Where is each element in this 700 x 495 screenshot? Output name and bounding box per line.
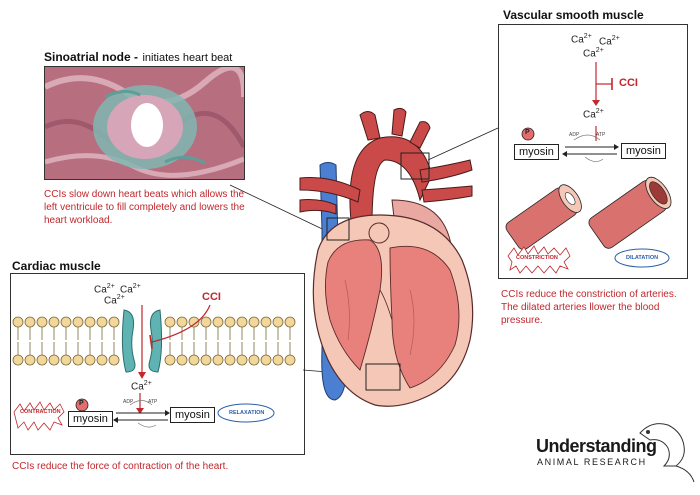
cardiac-adp-label: ADP bbox=[123, 399, 134, 405]
vascular-ca-ion-2: Ca2+ bbox=[599, 35, 620, 48]
logo-wordmark: Understanding bbox=[536, 436, 657, 456]
cardiac-relaxation-label: RELAXATION bbox=[229, 410, 265, 416]
cardiac-ca-ion-2: Ca2+ bbox=[120, 283, 141, 296]
cardiac-contraction-label: CONTRACTION bbox=[20, 409, 61, 415]
cardiac-caption: CCIs reduce the force of contraction of … bbox=[12, 461, 229, 472]
vascular-caption: CCIs reduce the constriction of arteries… bbox=[501, 289, 677, 326]
vascular-phosphate-label: P bbox=[525, 129, 530, 136]
cardiac-myosin-left: myosin bbox=[68, 411, 113, 427]
vascular-ca-ion-3: Ca2+ bbox=[583, 47, 604, 60]
vascular-ca-ion-1: Ca2+ bbox=[571, 33, 592, 46]
sa-node-subtitle: initiates heart beat bbox=[142, 52, 233, 64]
cardiac-cci-label: CCI bbox=[202, 291, 221, 303]
vascular-myosin-right: myosin bbox=[621, 143, 666, 159]
vascular-adp-label: ADP bbox=[569, 132, 580, 138]
vascular-dilatation-label: DILATATION bbox=[626, 255, 659, 261]
vascular-ca-ion-inside: Ca2+ bbox=[583, 108, 604, 121]
logo-tagline: ANIMAL RESEARCH bbox=[537, 457, 647, 467]
cardiac-myosin-right: myosin bbox=[170, 407, 215, 423]
sa-node-micrograph bbox=[44, 66, 245, 180]
cardiac-ca-ion-1: Ca2+ bbox=[94, 283, 115, 296]
vascular-atp-label: ATP bbox=[596, 132, 606, 138]
vascular-cci-label: CCI bbox=[619, 77, 638, 89]
cardiac-ca-ion-inside: Ca2+ bbox=[131, 380, 152, 393]
sa-node-heading: Sinoatrial node - initiates heart beat bbox=[44, 48, 232, 66]
cardiac-atp-label: ATP bbox=[148, 399, 158, 405]
vascular-title: Vascular smooth muscle bbox=[503, 8, 644, 22]
vascular-constriction-label: CONSTRICTION bbox=[516, 255, 558, 261]
cardiac-phosphate-label: P bbox=[79, 400, 84, 407]
sa-node-title: Sinoatrial node - bbox=[44, 50, 139, 64]
cardiac-title: Cardiac muscle bbox=[12, 259, 101, 273]
sa-node-caption: CCIs slow down heart beats which allows … bbox=[44, 189, 245, 226]
vascular-myosin-left: myosin bbox=[514, 144, 559, 160]
cardiac-ca-ion-3: Ca2+ bbox=[104, 294, 125, 307]
